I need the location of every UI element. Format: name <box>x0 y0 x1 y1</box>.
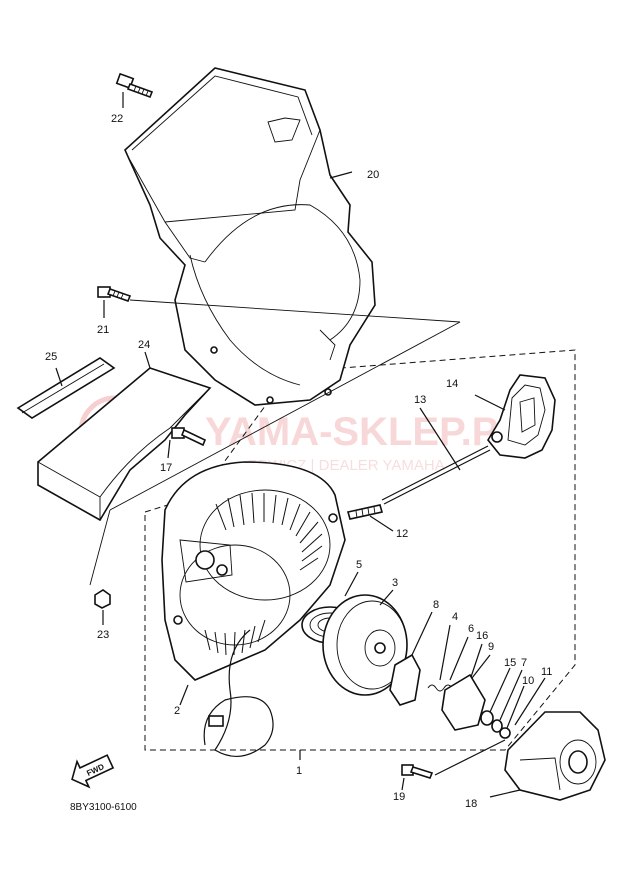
callout-6: 6 <box>468 623 474 635</box>
spring-4 <box>427 624 453 692</box>
callout-8: 8 <box>433 599 439 611</box>
callout-10: 10 <box>522 675 534 687</box>
callout-23: 23 <box>97 629 109 641</box>
reference-line-c <box>89 509 111 586</box>
callout-19: 19 <box>393 791 405 803</box>
watermark-brand: YAMA-SKLEP.PL <box>205 410 523 454</box>
cable-12 <box>346 504 394 532</box>
handle-14 <box>474 374 556 459</box>
bolt-17 <box>167 427 207 459</box>
callout-1: 1 <box>296 765 302 777</box>
plate-9 <box>441 654 491 731</box>
fwd-arrow-icon: FWD <box>71 754 115 789</box>
callout-17: 17 <box>160 462 172 474</box>
callout-2: 2 <box>174 705 180 717</box>
nut-23 <box>94 589 111 625</box>
reference-line-a <box>129 299 461 323</box>
rope-13 <box>381 407 491 505</box>
callout-16: 16 <box>476 630 488 642</box>
bolt-19 <box>401 739 506 791</box>
callout-25: 25 <box>45 351 57 363</box>
callout-12: 12 <box>396 528 408 540</box>
callout-4: 4 <box>452 611 458 623</box>
bolt-10 <box>499 685 525 739</box>
drive-plate-18 <box>489 711 606 801</box>
reference-line-b <box>109 321 461 511</box>
callout-21: 21 <box>97 324 109 336</box>
callout-11: 11 <box>541 666 552 678</box>
starter-case-2 <box>161 461 346 757</box>
bolt-22 <box>115 72 154 108</box>
callout-22: 22 <box>111 113 123 125</box>
callout-9: 9 <box>488 641 494 653</box>
callout-24: 24 <box>138 339 150 351</box>
spring-15 <box>480 667 511 726</box>
callout-7: 7 <box>521 657 527 669</box>
pulley-3 <box>322 589 408 696</box>
watermark: YAMA-SKLEP.PL ...ERWICZ | DEALER YAMAHA <box>78 395 523 474</box>
foam-24 <box>37 351 212 522</box>
bolt-21 <box>97 286 132 318</box>
ratchet-8 <box>389 611 433 706</box>
callout-13: 13 <box>414 394 426 406</box>
catalog-code: 8BY3100-6100 <box>70 802 137 813</box>
callout-15: 15 <box>504 657 516 669</box>
nut-11 <box>514 677 546 726</box>
pad-25 <box>16 357 116 419</box>
guide-6 <box>449 636 469 681</box>
washer-7 <box>491 669 523 733</box>
callout-labels: 1 2 3 4 5 6 7 8 9 10 11 12 13 14 15 16 1… <box>45 113 552 810</box>
callout-3: 3 <box>392 577 398 589</box>
washer-16 <box>469 643 483 681</box>
callout-20: 20 <box>367 169 379 181</box>
callout-14: 14 <box>446 378 458 390</box>
callout-5: 5 <box>356 559 362 571</box>
cover-20 <box>124 67 376 406</box>
callout-18: 18 <box>465 798 477 810</box>
